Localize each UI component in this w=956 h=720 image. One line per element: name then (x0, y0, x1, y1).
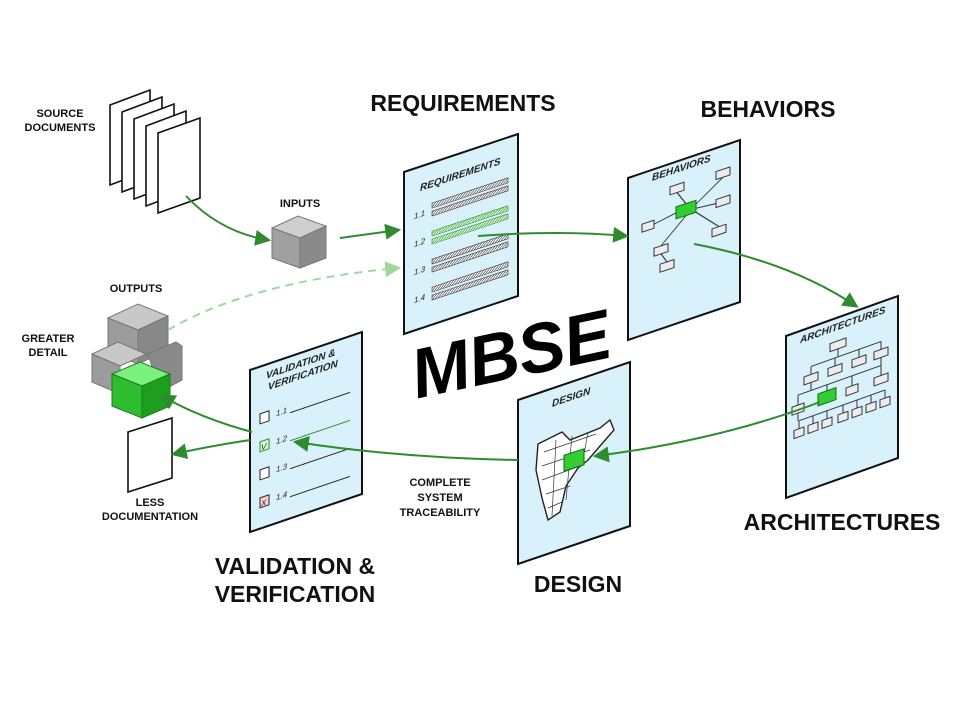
arrow-vv-to-outputs (159, 394, 253, 433)
inputs-label: INPUTS (280, 198, 320, 210)
greater-detail-label-1: GREATER (22, 333, 75, 345)
design-card: DESIGN (517, 360, 631, 566)
outputs-label: OUTPUTS (110, 283, 163, 295)
requirements-label: REQUIREMENTS (370, 90, 555, 116)
vv-cross-mark: X (260, 498, 267, 509)
outputs-cubes (90, 303, 183, 419)
arrow-behaviors-to-architectures (693, 243, 859, 308)
less-documentation-label-2: DOCUMENTATION (102, 511, 198, 523)
arrow-architectures-to-design (592, 401, 821, 463)
requirements-item-2: 1.2 (414, 236, 426, 249)
architectures-label: ARCHITECTURES (744, 509, 941, 535)
source-documents (109, 88, 201, 215)
vv-item-3: 1.3 (276, 462, 288, 475)
validation-verification-card: VALIDATION & VERIFICATION 1.1 V 1.2 1.3 … (249, 330, 363, 534)
vv-label-2: VERIFICATION (215, 581, 376, 607)
traceability-label-1: COMPLETE (409, 477, 470, 489)
source-documents-label-2: DOCUMENTS (25, 122, 96, 134)
inputs-cube (270, 215, 328, 269)
arrow-inputs-to-requirements (339, 223, 402, 240)
arrow-outputs-feedback (167, 261, 402, 331)
greater-detail-label-2: DETAIL (29, 347, 68, 359)
requirements-item-1: 1.1 (414, 209, 425, 221)
vv-item-1: 1.1 (276, 406, 287, 419)
vv-label-1: VALIDATION & (215, 553, 375, 579)
behaviors-label: BEHAVIORS (700, 96, 835, 122)
vv-check-mark: V (261, 441, 268, 452)
traceability-label-2: SYSTEM (417, 492, 462, 504)
traceability-label-3: TRACEABILITY (400, 507, 481, 519)
requirements-card: REQUIREMENTS 1.1 1.2 1.3 1.4 (403, 132, 519, 336)
architectures-card: ARCHITECTURES (785, 294, 899, 500)
flow-arrows (159, 195, 859, 463)
less-documentation-label-1: LESS (136, 497, 165, 509)
arrow-vv-to-documentation (170, 439, 251, 460)
arrow-design-to-vv (292, 436, 519, 461)
requirements-item-4: 1.4 (414, 292, 426, 305)
arrow-sources-to-inputs (185, 195, 272, 246)
behaviors-card: BEHAVIORS (627, 138, 741, 342)
arrow-requirements-to-behaviors (477, 226, 630, 243)
less-documentation-page (127, 416, 173, 494)
vv-item-2: 1.2 (276, 434, 288, 447)
vv-item-4: 1.4 (276, 490, 288, 503)
source-documents-label-1: SOURCE (36, 108, 83, 120)
requirements-item-3: 1.3 (414, 264, 426, 277)
design-label: DESIGN (534, 571, 622, 597)
